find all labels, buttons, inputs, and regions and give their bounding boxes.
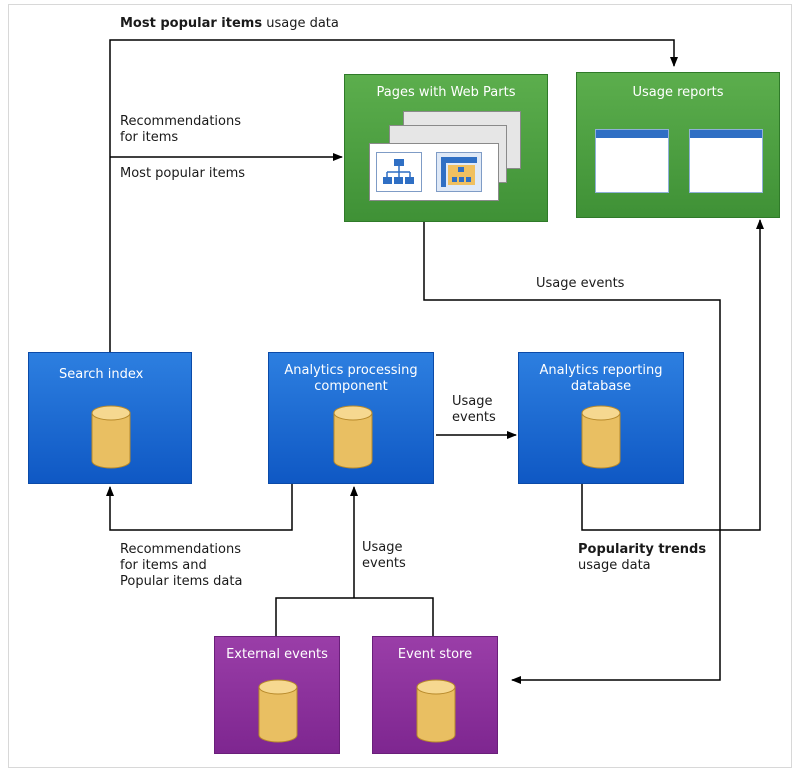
analytics-processing-title: Analytics processing component	[284, 363, 418, 394]
report-window-icon	[595, 129, 669, 193]
line-pages-to-event-store	[423, 222, 721, 684]
label-recommendations-bottom: Recommendations for items and Popular it…	[120, 542, 243, 589]
search-index-box: Search index	[28, 352, 192, 484]
label-most-popular-items: Most popular items	[120, 166, 246, 181]
database-cylinder-icon	[91, 405, 131, 469]
analytics-processing-box: Analytics processing component	[268, 352, 434, 484]
analytics-reporting-title: Analytics reporting database	[539, 363, 663, 394]
report-window-icon	[689, 129, 763, 193]
external-events-box: External events	[214, 636, 340, 754]
line-search-to-usage-reports	[109, 39, 678, 352]
database-cylinder-icon	[258, 679, 298, 743]
analytics-reporting-box: Analytics reporting database	[518, 352, 684, 484]
usage-reports-title: Usage reports	[632, 85, 724, 100]
database-cylinder-icon	[333, 405, 373, 469]
event-store-box: Event store	[372, 636, 498, 754]
usage-reports-box: Usage reports	[576, 72, 780, 218]
label-usage-events-mid: Usage events	[452, 394, 496, 425]
line-processing-to-search	[106, 484, 293, 531]
pages-with-web-parts-box: Pages with Web Parts	[344, 74, 548, 222]
label-usage-events-bottom: Usage events	[362, 540, 406, 571]
database-cylinder-icon	[581, 405, 621, 469]
database-cylinder-icon	[416, 679, 456, 743]
pages-with-web-parts-title: Pages with Web Parts	[376, 85, 516, 100]
web-part-icon	[436, 152, 482, 192]
hierarchy-icon	[376, 152, 422, 192]
label-popularity-trends: Popularity trends usage data	[578, 542, 707, 573]
diagram-frame	[8, 4, 792, 768]
label-most-popular-usage: Most popular items usage data	[120, 16, 339, 31]
web-part-page-icon	[369, 143, 499, 201]
line-reporting-to-usage-reports	[581, 219, 764, 531]
external-events-title: External events	[226, 647, 328, 662]
label-recommendations-top: Recommendations for items	[120, 114, 242, 145]
event-store-title: Event store	[397, 647, 473, 662]
label-usage-events-top: Usage events	[536, 276, 625, 291]
line-external-events	[275, 597, 434, 636]
search-index-title: Search index	[59, 367, 144, 382]
